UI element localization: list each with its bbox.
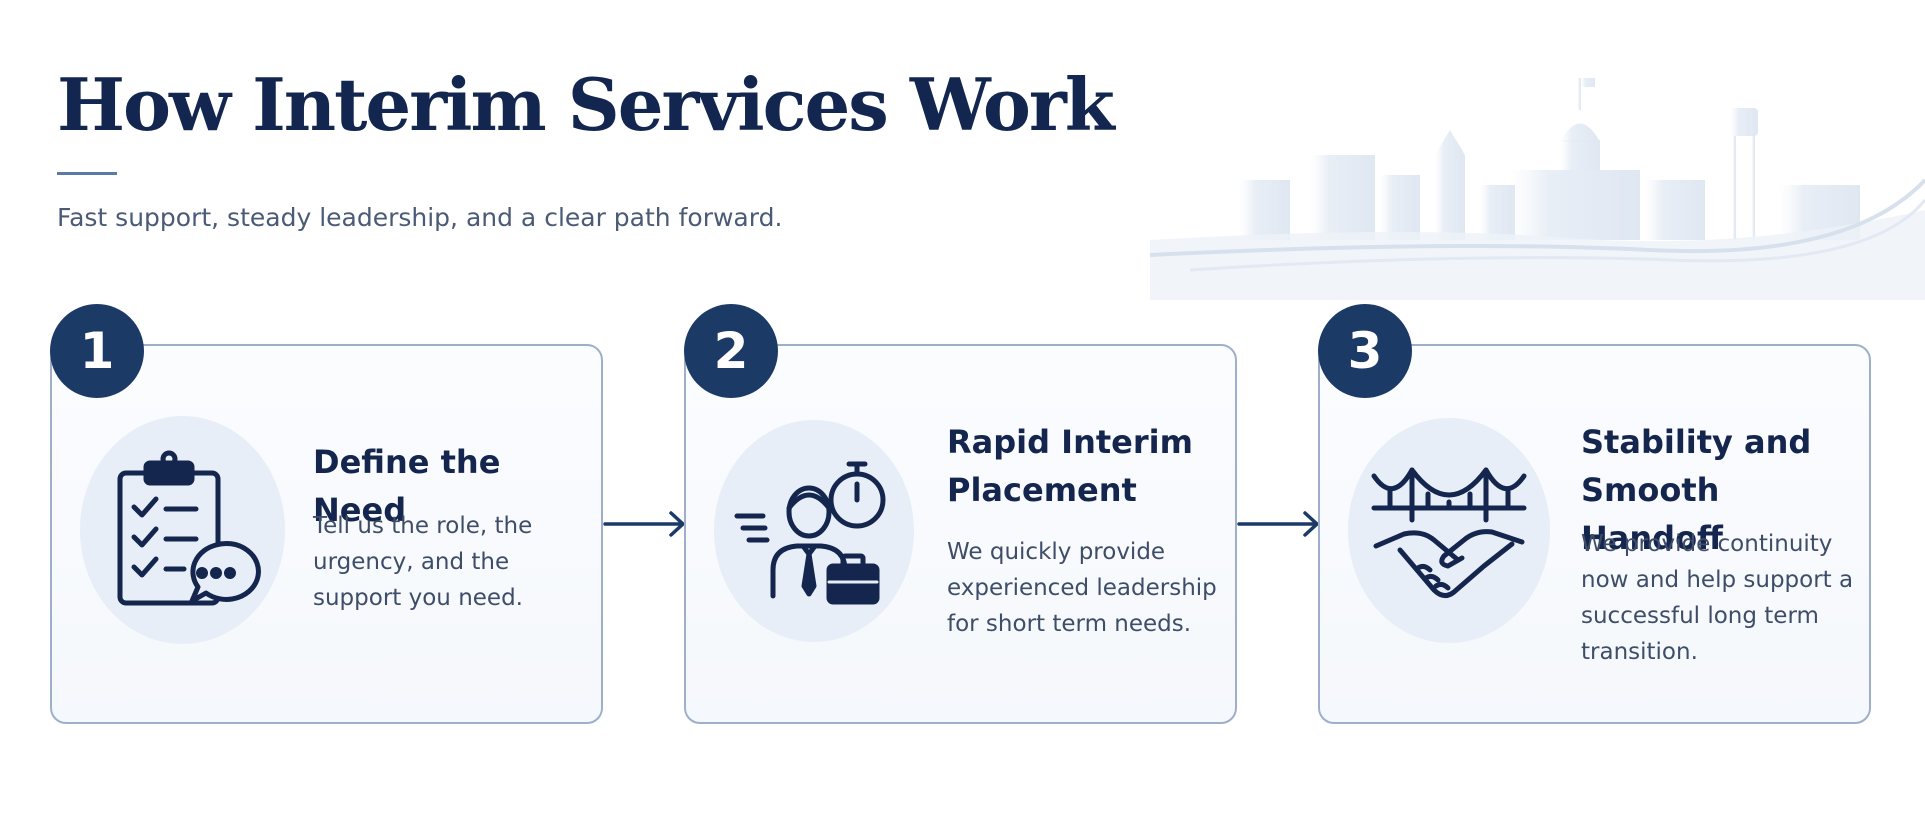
clipboard-checklist-icon xyxy=(117,450,261,606)
step-title: Rapid Interim Placement xyxy=(947,423,1193,509)
leader-with-stopwatch-icon xyxy=(734,461,886,605)
step-card-2: 2 Rapid Interim Placement We quickly pro… xyxy=(684,304,1237,724)
step-number-badge: 1 xyxy=(50,304,144,398)
step-description: We provide continuity now and help suppo… xyxy=(1581,531,1854,665)
arrow-right-icon xyxy=(1237,511,1319,537)
arrow-right-icon xyxy=(603,511,685,537)
step-title: Stability and Smooth Handoff xyxy=(1581,423,1812,557)
bridge-handshake-icon xyxy=(1371,467,1527,598)
step-description: We quickly provide experienced leadershi… xyxy=(947,539,1217,637)
step-title: Define the Need xyxy=(313,443,501,529)
page-subtitle: Fast support, steady leadership, and a c… xyxy=(57,203,783,232)
step-number-badge: 2 xyxy=(684,304,778,398)
step-card-3: 3 Stability and Smooth Handoff We provid… xyxy=(1318,304,1871,724)
title-underline xyxy=(57,172,117,175)
step-card-1: 1 Define the Need Tell us the role, the … xyxy=(50,304,603,724)
step-description: Tell us the role, the urgency, and the s… xyxy=(313,513,533,611)
page-title: How Interim Services Work xyxy=(57,62,1115,147)
step-number-badge: 3 xyxy=(1318,304,1412,398)
city-skyline-illustration xyxy=(1150,78,1925,300)
